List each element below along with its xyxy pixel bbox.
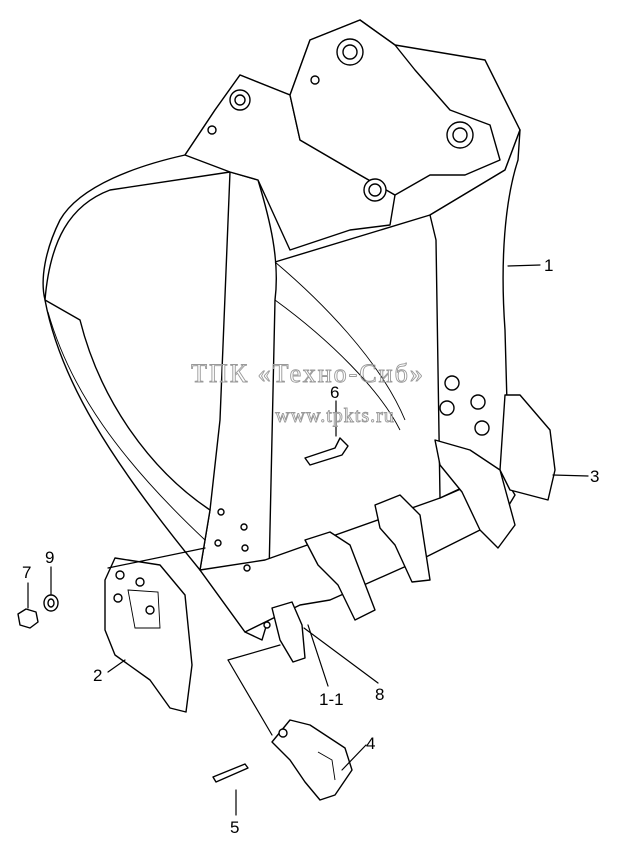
callout-2: 2 [93,666,102,685]
callout-1: 1 [544,256,553,275]
side-cutter-left [104,557,193,713]
leader-lines [27,264,589,816]
callout-4: 4 [366,734,375,753]
bucket-teeth [271,439,516,663]
callout-1-1: 1-1 [319,690,344,709]
callout-3: 3 [590,467,599,486]
tooth-adapter [271,719,353,801]
bucket-body [42,19,521,641]
side-cutter-hole [145,605,155,615]
side-cutter-hole [113,593,123,603]
side-cutter-hole [135,577,145,587]
watermark-company: ТПК «Техно-Сиб» [191,359,425,388]
watermark-url: www.tpkts.ru [275,405,395,427]
callout-8: 8 [375,685,384,704]
callout-5: 5 [230,818,239,837]
nut-icon [17,608,39,629]
callout-9: 9 [45,548,54,567]
pin-icon [212,763,249,783]
callout-7: 7 [22,563,31,582]
side-cutter-right [499,394,556,501]
bolt-icon [304,437,349,466]
callout-6: 6 [330,383,339,402]
side-cutter-hole [115,570,125,580]
